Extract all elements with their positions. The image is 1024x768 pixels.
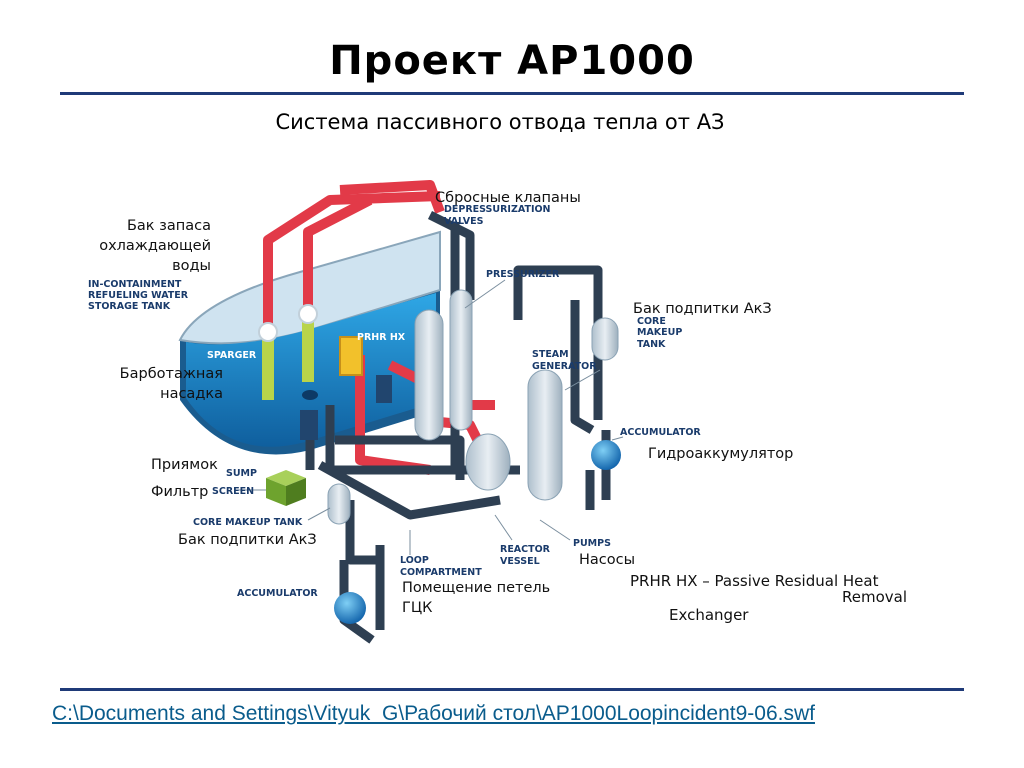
spargers <box>258 304 318 400</box>
label-prhr-hx: PRHR HX <box>357 332 406 343</box>
label-sparger: SPARGER <box>207 350 257 361</box>
label-sump-ru: Приямок <box>151 457 218 473</box>
swf-file-link[interactable]: C:\Documents and Settings\Vityuk_G\Рабоч… <box>52 702 815 725</box>
label-relief-valves: Сбросные клапаны <box>435 190 581 206</box>
label-screen: SCREEN <box>212 486 254 497</box>
page-title: Проект АР1000 <box>329 38 695 84</box>
label-pressurizer: PRESSURIZER <box>486 269 560 280</box>
leader-lines <box>238 279 624 555</box>
label-sump-en: SUMP <box>226 468 257 479</box>
diagram-subtitle: Система пассивного отвода тепла от АЗ <box>275 110 725 134</box>
label-core-makeup-ru-top: Бак подпитки АкЗ <box>633 301 772 317</box>
label-pumps-en: PUMPS <box>573 538 611 549</box>
top-divider <box>60 92 964 95</box>
prhr-hx <box>339 336 363 376</box>
label-core-makeup-tank-bottom: CORE MAKEUP TANK <box>193 517 303 528</box>
bottom-divider <box>60 688 964 691</box>
label-core-makeup-ru-bottom: Бак подпитки АкЗ <box>178 532 317 548</box>
sump-screen <box>266 470 306 506</box>
label-pumps-ru: Насосы <box>579 552 635 568</box>
label-accumulator-left: ACCUMULATOR <box>237 588 318 599</box>
label-hydro-accumulator: Гидроаккумулятор <box>648 446 793 462</box>
label-accumulator-right: ACCUMULATOR <box>620 427 701 438</box>
equipment <box>300 289 621 624</box>
label-filter: Фильтр <box>151 484 208 500</box>
